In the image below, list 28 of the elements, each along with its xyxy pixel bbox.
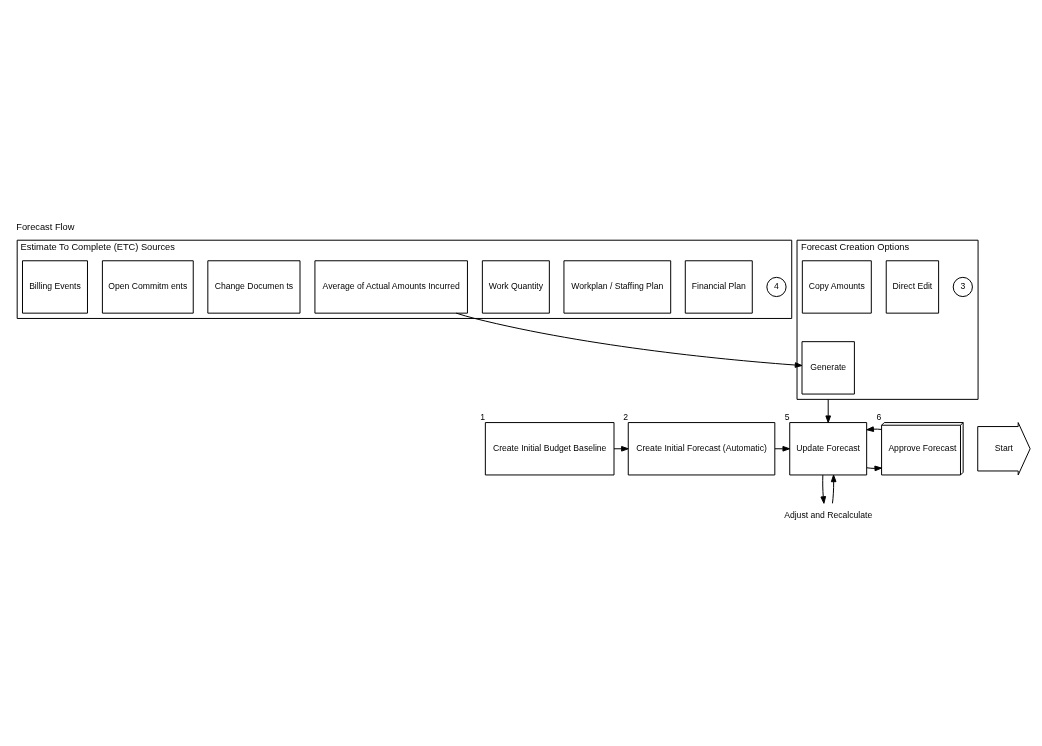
node-box: Create Initial Forecast (Automatic) (627, 421, 776, 475)
node-box: Financial Plan (684, 259, 753, 314)
node-label: 1 (480, 411, 486, 422)
node-label: 4 (774, 280, 779, 291)
node-box: Average of Actual Amounts Incurred (314, 259, 468, 314)
node-box: Change Documen ts (207, 259, 301, 314)
arrow (866, 465, 883, 471)
node-box: Billing Events (22, 259, 88, 314)
node-box: Update Forecast (789, 421, 868, 475)
node-box: Direct Edit (885, 259, 940, 314)
node-label: 6 (876, 411, 882, 422)
node-box: Create Initial Budget Baseline (484, 421, 615, 475)
node-text: Adjust and Recalculate (784, 509, 873, 520)
arrow (820, 474, 827, 504)
arrow (825, 398, 831, 423)
arrow (830, 474, 837, 504)
node-box: Open Commitm ents (101, 259, 194, 314)
node-box: Copy Amounts (801, 259, 872, 314)
diagram-title: Forecast Flow (16, 221, 75, 232)
node-box: Generate (801, 340, 855, 395)
node-label: 5 (784, 411, 790, 422)
node-label: 3 (960, 280, 966, 291)
arrow (613, 445, 629, 452)
arrow (866, 425, 883, 432)
node-box: Workplan / Staffing Plan (563, 259, 672, 314)
node-label: 2 (623, 411, 629, 422)
node-box: Work Quantity (481, 259, 550, 314)
arrow (455, 312, 803, 368)
